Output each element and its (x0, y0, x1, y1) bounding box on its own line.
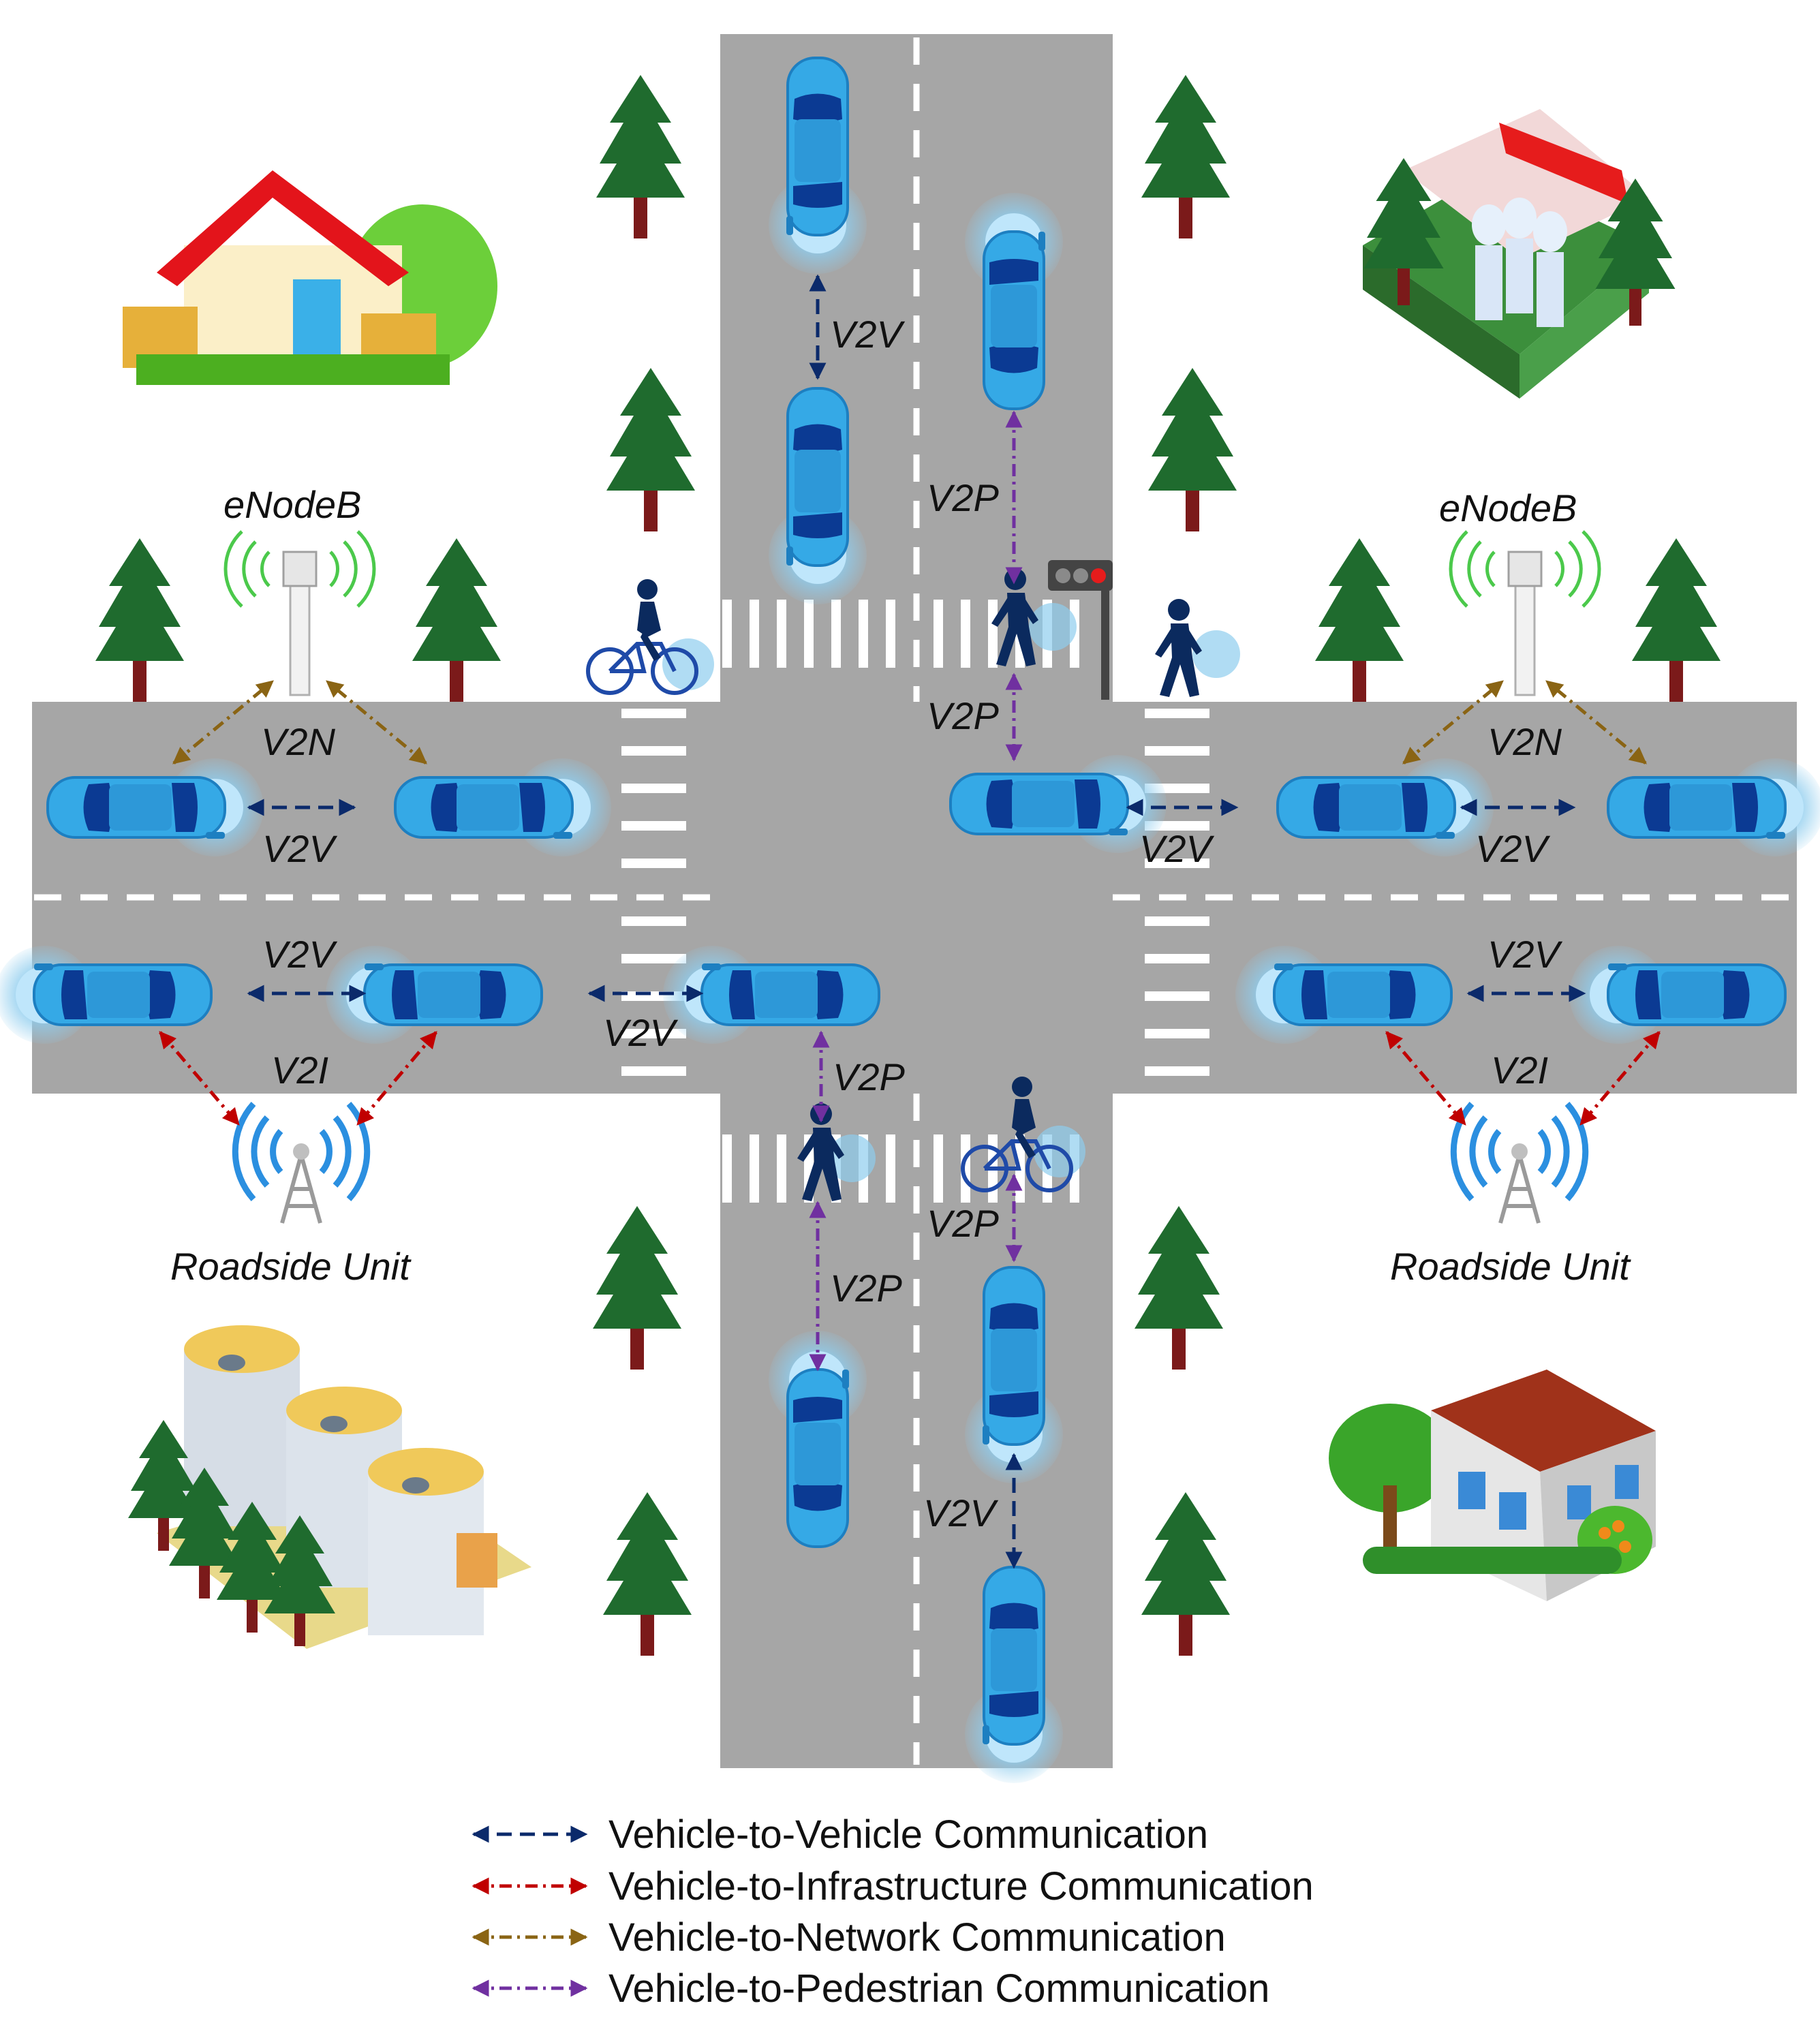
v2p-label: V2P (830, 1267, 902, 1310)
house-top-left (123, 170, 497, 385)
roadside-unit-left (235, 1104, 367, 1223)
tree-icon (596, 75, 685, 238)
v2n-label: V2N (261, 720, 335, 763)
v2p-label: V2P (927, 476, 999, 519)
v2p-label: V2P (833, 1055, 905, 1098)
v2i-label: V2I (271, 1049, 328, 1092)
enodeb-tower-left (226, 531, 374, 695)
v2v-label: V2V (1139, 827, 1214, 870)
legend-label: Vehicle-to-Infrastructure Communication (608, 1864, 1314, 1908)
house-bottom-right (1329, 1370, 1656, 1601)
v2v-label: V2V (1475, 827, 1550, 870)
enodeb-label-right: eNodeB (1439, 486, 1577, 529)
roadside-unit-label-left: Roadside Unit (170, 1245, 412, 1288)
v2v-label: V2V (830, 313, 905, 356)
tree-icon (606, 368, 695, 531)
shop-top-right (1363, 109, 1676, 399)
tree-icon (95, 538, 184, 702)
v2v-label: V2V (923, 1492, 998, 1534)
legend-item-v2v: Vehicle-to-Vehicle Communication (474, 1812, 1208, 1857)
v2n-label: V2N (1487, 720, 1562, 763)
tree-icon (1148, 368, 1237, 531)
legend-item-v2p: Vehicle-to-Pedestrian Communication (474, 1966, 1269, 2011)
tree-icon (593, 1206, 681, 1370)
office-towers-bottom-left (128, 1325, 531, 1649)
enodeb-label-left: eNodeB (223, 483, 361, 526)
legend-item-v2i: Vehicle-to-Infrastructure Communication (474, 1864, 1314, 1908)
roadside-unit-right (1453, 1104, 1585, 1223)
v2i-label: V2I (1491, 1049, 1548, 1092)
v2v-label: V2V (1487, 933, 1562, 976)
tree-icon (1315, 538, 1404, 702)
v2p-label: V2P (927, 694, 999, 737)
tree-icon (412, 538, 501, 702)
legend-label: Vehicle-to-Vehicle Communication (608, 1812, 1208, 1857)
tree-icon (1141, 1492, 1230, 1656)
v2v-label: V2V (262, 827, 337, 870)
tree-icon (1632, 538, 1721, 702)
roadside-unit-label-right: Roadside Unit (1390, 1245, 1631, 1288)
v2v-label: V2V (262, 933, 337, 976)
tree-icon (1135, 1206, 1223, 1370)
legend-label: Vehicle-to-Pedestrian Communication (608, 1966, 1269, 2011)
legend-item-v2n: Vehicle-to-Network Communication (474, 1915, 1226, 1960)
legend: Vehicle-to-Vehicle Communication Vehicle… (474, 1812, 1314, 2011)
v2p-label: V2P (927, 1202, 999, 1245)
tree-icon (1141, 75, 1230, 238)
enodeb-tower-right (1451, 531, 1599, 695)
tree-icon (603, 1492, 692, 1656)
v2v-label: V2V (603, 1011, 678, 1054)
legend-label: Vehicle-to-Network Communication (608, 1915, 1226, 1960)
pedestrian-icon (1155, 599, 1202, 697)
